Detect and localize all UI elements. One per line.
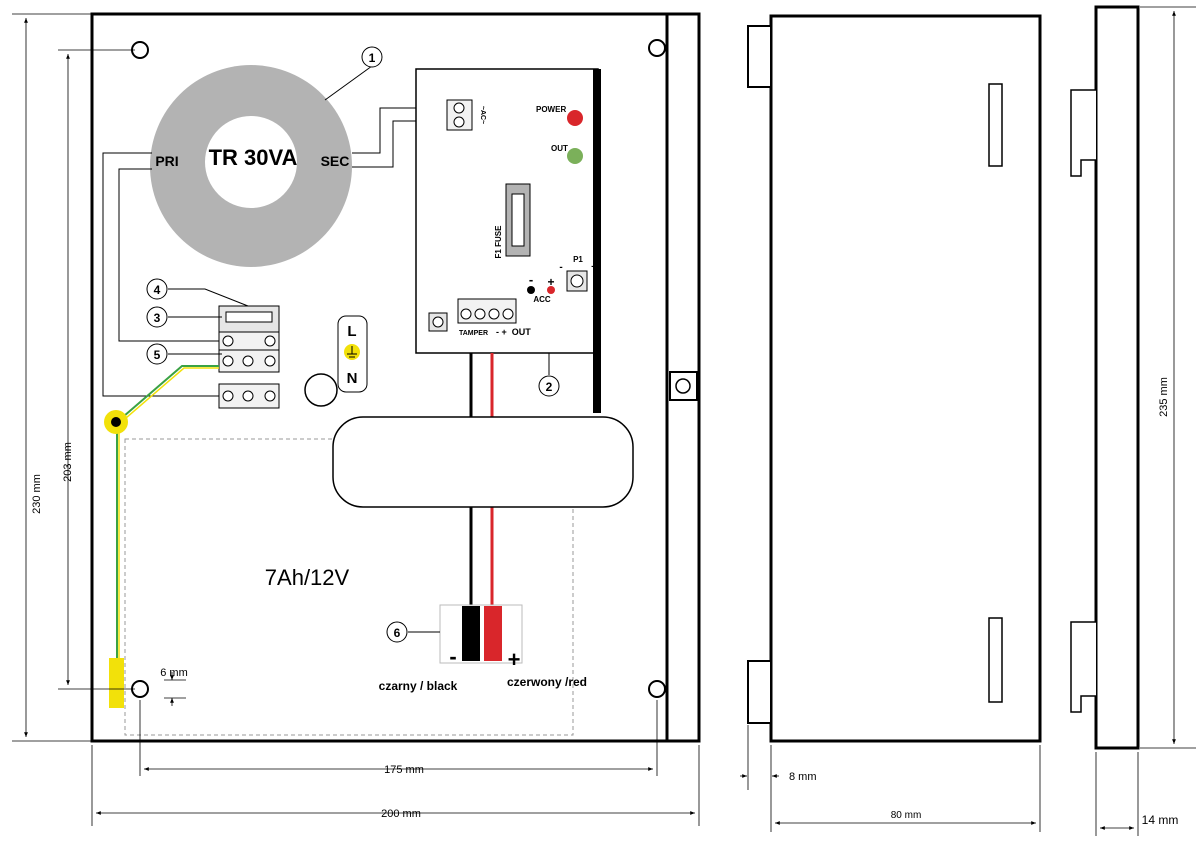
terminal-screw [242,390,254,402]
acc-plus-pin [547,286,555,294]
callout-1 [361,46,383,68]
pot-plus: + [591,262,597,273]
out-led-label: OUT [551,144,568,153]
callout-3-label: 3 [154,311,161,325]
battery-handle [332,416,634,508]
power-led-label: POWER [536,105,566,114]
dim-height-mount: 203 mm [62,442,74,482]
terminal-screw [222,335,234,347]
front-dimensions: 230 mm 203 mm 6 mm 175 mm 200 mm [12,13,700,826]
rear-bracket-bottom [1070,621,1096,713]
terminal-screw [453,102,465,114]
acc-plus: + [547,275,554,289]
mains-l: L [347,323,356,340]
callout-2-label: 2 [546,380,553,394]
battery-connector-black [462,606,480,661]
acc-label: ACC [533,295,551,304]
side-view [747,14,1042,743]
terminal-screw [222,390,234,402]
dim-right-width: 14 mm [1142,813,1179,827]
fuse-f1 [511,193,525,247]
cable-gland [304,373,338,407]
acc-minus: - [529,272,533,287]
dim-right-height: 235 mm [1158,377,1170,417]
ac-label: ~AC~ [479,106,486,124]
terminal-screw [264,390,276,402]
side-slot [988,83,1003,167]
terminal-screw [488,308,500,320]
transformer-model: TR 30VA [209,145,298,170]
pri-wire [102,152,219,397]
fuse-f1-label: F1 FUSE [494,225,503,259]
mount-hole [648,39,666,57]
mains-n: N [347,370,358,387]
callout-4 [146,278,168,300]
dim-door-thickness: 8 mm [789,771,817,783]
dim-depth: 80 mm [891,810,922,821]
pri-wire [118,168,219,342]
side-slot [988,617,1003,703]
battery-label: 7Ah/12V [265,565,350,590]
battery-red-label: czerwony /red [507,675,587,689]
callout-5 [146,343,168,365]
pot-label: P1 [573,255,583,264]
out-terminal-label: - + OUT [496,327,531,337]
dim-hole-offset: 6 mm [160,667,188,679]
pot-knob [570,274,584,288]
acc-minus-pin [527,286,535,294]
transformer-sec: SEC [321,153,350,169]
side-dimensions: 8 mm 80 mm [740,725,1041,832]
transformer-hole [205,116,297,208]
battery-connector-red [484,606,502,661]
tamper-button [432,316,444,328]
battery-minus: - [449,644,456,669]
callout-5-label: 5 [154,348,161,362]
callout-4-leader [168,288,249,307]
terminal-screw [222,355,234,367]
out-led [567,148,583,164]
rear-housing [1094,5,1140,750]
rear-bracket-top [1070,89,1096,177]
callout-1-leader [324,65,373,101]
terminal-screw [460,308,472,320]
callout-3 [146,306,168,328]
side-hinge-top [747,25,772,88]
rear-dimensions: 235 mm 14 mm [1095,6,1196,836]
transformer-pri: PRI [155,153,178,169]
mount-hole [648,680,666,698]
battery-plus: + [508,647,521,672]
earth-sleeve [109,658,124,708]
terminal-screw [502,308,514,320]
sec-wire [352,107,440,154]
power-led [567,110,583,126]
dim-width-mount: 175 mm [384,764,424,776]
pot-minus: - [559,262,562,273]
callout-1-label: 1 [369,51,376,65]
earth-ring-hole [111,417,121,427]
terminal-screw [264,335,276,347]
terminal-screw [264,355,276,367]
dim-width-total: 200 mm [381,808,421,820]
earth-wire [118,367,219,662]
front-view: TR 30VA PRI SEC 1 4 3 [90,12,701,743]
fuse [225,311,273,323]
terminal-screw [474,308,486,320]
battery-connector [439,604,523,664]
tamper-label: TAMPER [459,330,488,337]
terminal-screw [242,355,254,367]
dim-height-total: 230 mm [31,474,43,514]
callout-6-label: 6 [394,626,401,640]
earth-wire [116,365,219,662]
terminal-screw [453,116,465,128]
callout-4-label: 4 [154,283,161,297]
psu-heatsink [593,69,601,413]
battery-black-label: czarny / black [379,679,458,693]
callout-6 [386,621,408,643]
rear-view [1070,5,1140,750]
callout-2 [538,375,560,397]
side-hinge-bottom [747,660,772,724]
lock-core [675,378,691,394]
